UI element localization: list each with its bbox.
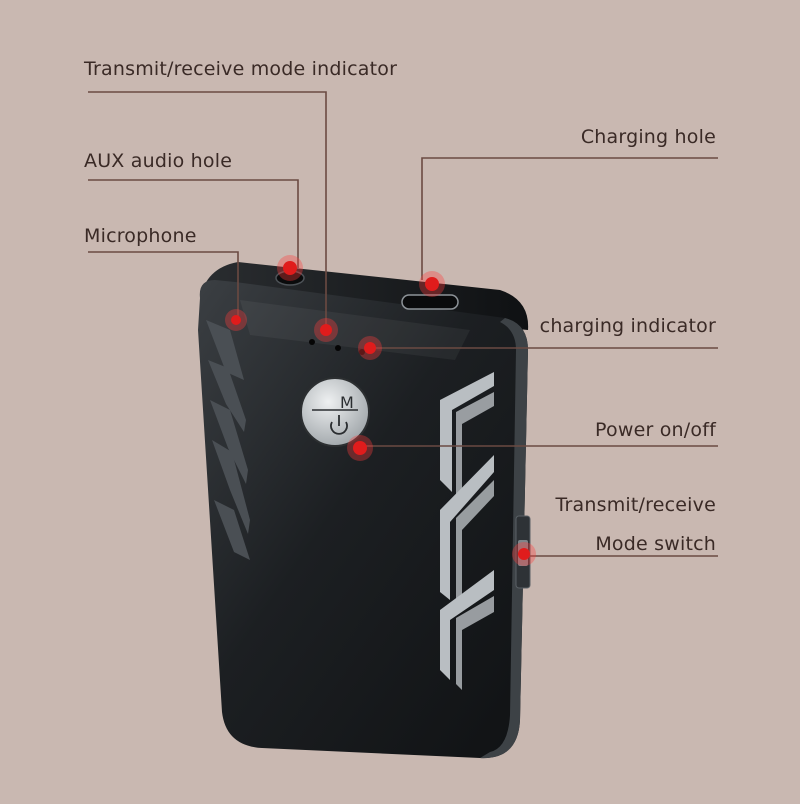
label-switch-line1: Transmit/receive	[555, 494, 716, 516]
label-charging-hole: Charging hole	[580, 126, 716, 148]
highlight-dots	[225, 255, 536, 566]
label-switch-line2: Mode switch	[595, 533, 716, 555]
power-button: M	[300, 377, 370, 447]
label-charging-indicator: charging indicator	[539, 315, 716, 337]
button-m-glyph: M	[340, 393, 354, 412]
callout-lines	[88, 91, 718, 557]
usb-c-port	[401, 294, 459, 310]
right-chevron-panels	[440, 372, 494, 690]
label-aux-hole: AUX audio hole	[84, 150, 233, 172]
power-icon	[330, 415, 348, 435]
label-power: Power on/off	[595, 419, 716, 441]
indicator-leds	[309, 339, 365, 355]
left-chevron-panels	[206, 320, 250, 560]
label-microphone: Microphone	[84, 225, 197, 247]
label-mode-indicator: Transmit/receive mode indicator	[84, 58, 398, 80]
